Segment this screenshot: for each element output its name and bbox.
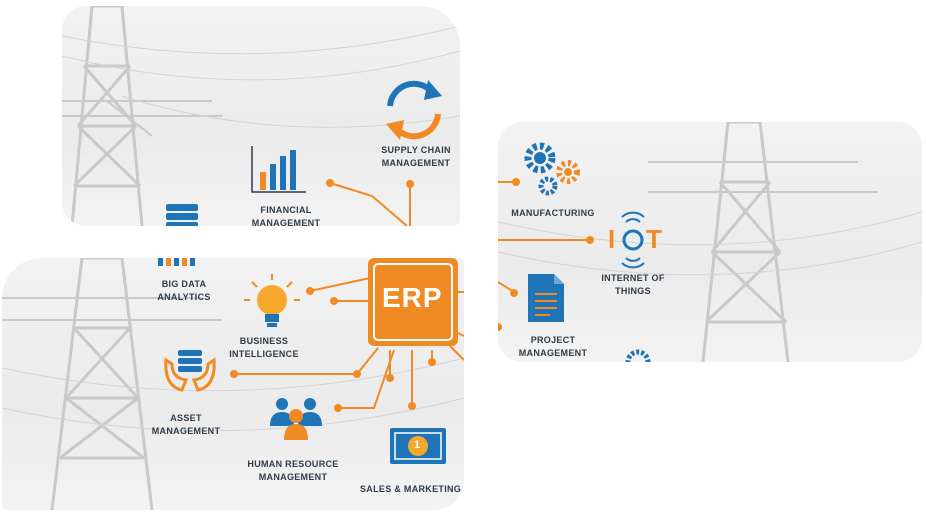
label-financial: FINANCIAL MANAGEMENT <box>251 205 321 226</box>
label-hr: HUMAN RESOURCE MANAGEMENT <box>247 459 339 482</box>
label-manufacturing: MANUFACTURING <box>511 208 595 218</box>
label-business-intelligence: BUSINESS INTELLIGENCE <box>229 336 299 359</box>
node-dot <box>512 178 520 186</box>
label-project: PROJECT MANAGEMENT <box>518 335 588 358</box>
node-dot <box>510 289 518 297</box>
iot-icon <box>621 211 645 269</box>
money-icon <box>390 428 446 464</box>
pylon-background <box>2 258 464 510</box>
connector-lines <box>329 182 411 226</box>
connector-lines <box>234 277 464 409</box>
iot-letter-i: I <box>608 224 616 254</box>
label-supply-chain: SUPPLY CHAIN MANAGEMENT <box>381 145 451 168</box>
erp-title: ERP <box>382 282 443 313</box>
iot-letter-t: T <box>646 224 662 254</box>
label-iot: INTERNET OF THINGS <box>601 273 665 296</box>
pylon-background <box>62 6 460 226</box>
hands-database-icon <box>164 350 216 392</box>
tile-erp-hub: ERP 1 BIG DATA ANALYTICS BUSINESS INTELL… <box>2 258 464 510</box>
people-icon <box>270 398 322 440</box>
node-dot <box>586 236 594 244</box>
tile-manufacturing-iot: I T MANUFACTURING INTERNET OF THINGS PRO… <box>498 122 922 362</box>
node-dot <box>498 323 502 331</box>
label-sales: SALES & MARKETING <box>360 484 462 494</box>
database-icon <box>158 258 195 266</box>
gear-icon <box>625 349 651 362</box>
document-icon <box>528 274 564 322</box>
erp-chip-icon <box>368 258 458 346</box>
database-icon <box>166 204 198 226</box>
pylon-icon <box>62 6 222 226</box>
node-dot <box>406 180 414 188</box>
node-dot <box>326 179 334 187</box>
bar-chart-icon <box>251 146 306 193</box>
tile-supply-financial: SUPPLY CHAIN MANAGEMENT FINANCIAL MANAGE… <box>62 6 460 226</box>
lightbulb-icon <box>244 274 300 327</box>
pylon-icon <box>2 258 222 510</box>
gears-icon <box>524 142 580 196</box>
label-asset: ASSET MANAGEMENT <box>151 413 221 436</box>
pylon-icon <box>648 122 878 362</box>
pylon-background <box>498 122 922 362</box>
sync-arrows-icon <box>386 80 442 140</box>
label-big-data: BIG DATA ANALYTICS <box>157 279 211 302</box>
node-dots <box>230 287 436 412</box>
coin-label: 1 <box>414 439 421 451</box>
